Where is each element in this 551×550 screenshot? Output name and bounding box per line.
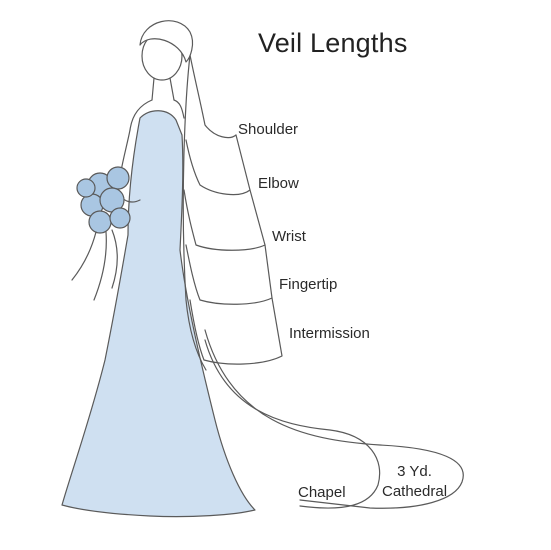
page-title: Veil Lengths bbox=[258, 28, 408, 58]
veil-tier-fingertip bbox=[185, 244, 273, 305]
label-elbow: Elbow bbox=[258, 175, 299, 192]
label-chapel: Chapel bbox=[298, 484, 346, 501]
label-cathedral-line1: 3 Yd. bbox=[397, 463, 432, 480]
label-cathedral-line2: Cathedral bbox=[382, 483, 448, 500]
dress bbox=[61, 110, 256, 518]
label-wrist: Wrist bbox=[272, 228, 306, 245]
veil-edge bbox=[182, 54, 207, 371]
bouquet bbox=[76, 166, 131, 234]
hair bbox=[139, 20, 194, 63]
chapel-train bbox=[204, 339, 381, 509]
label-intermission: Intermission bbox=[289, 325, 370, 342]
veil-tier-wrist bbox=[183, 189, 266, 251]
label-fingertip: Fingertip bbox=[279, 276, 338, 293]
veil-tier-intermission bbox=[189, 297, 283, 365]
label-cathedral: 3 Yd. Cathedral bbox=[382, 462, 447, 502]
veil-tier-elbow bbox=[185, 134, 251, 196]
veil-tier-shoulder bbox=[189, 54, 237, 139]
ribbon bbox=[71, 229, 118, 301]
label-shoulder: Shoulder bbox=[238, 121, 299, 138]
neck bbox=[151, 77, 175, 101]
shoulders bbox=[129, 99, 185, 131]
